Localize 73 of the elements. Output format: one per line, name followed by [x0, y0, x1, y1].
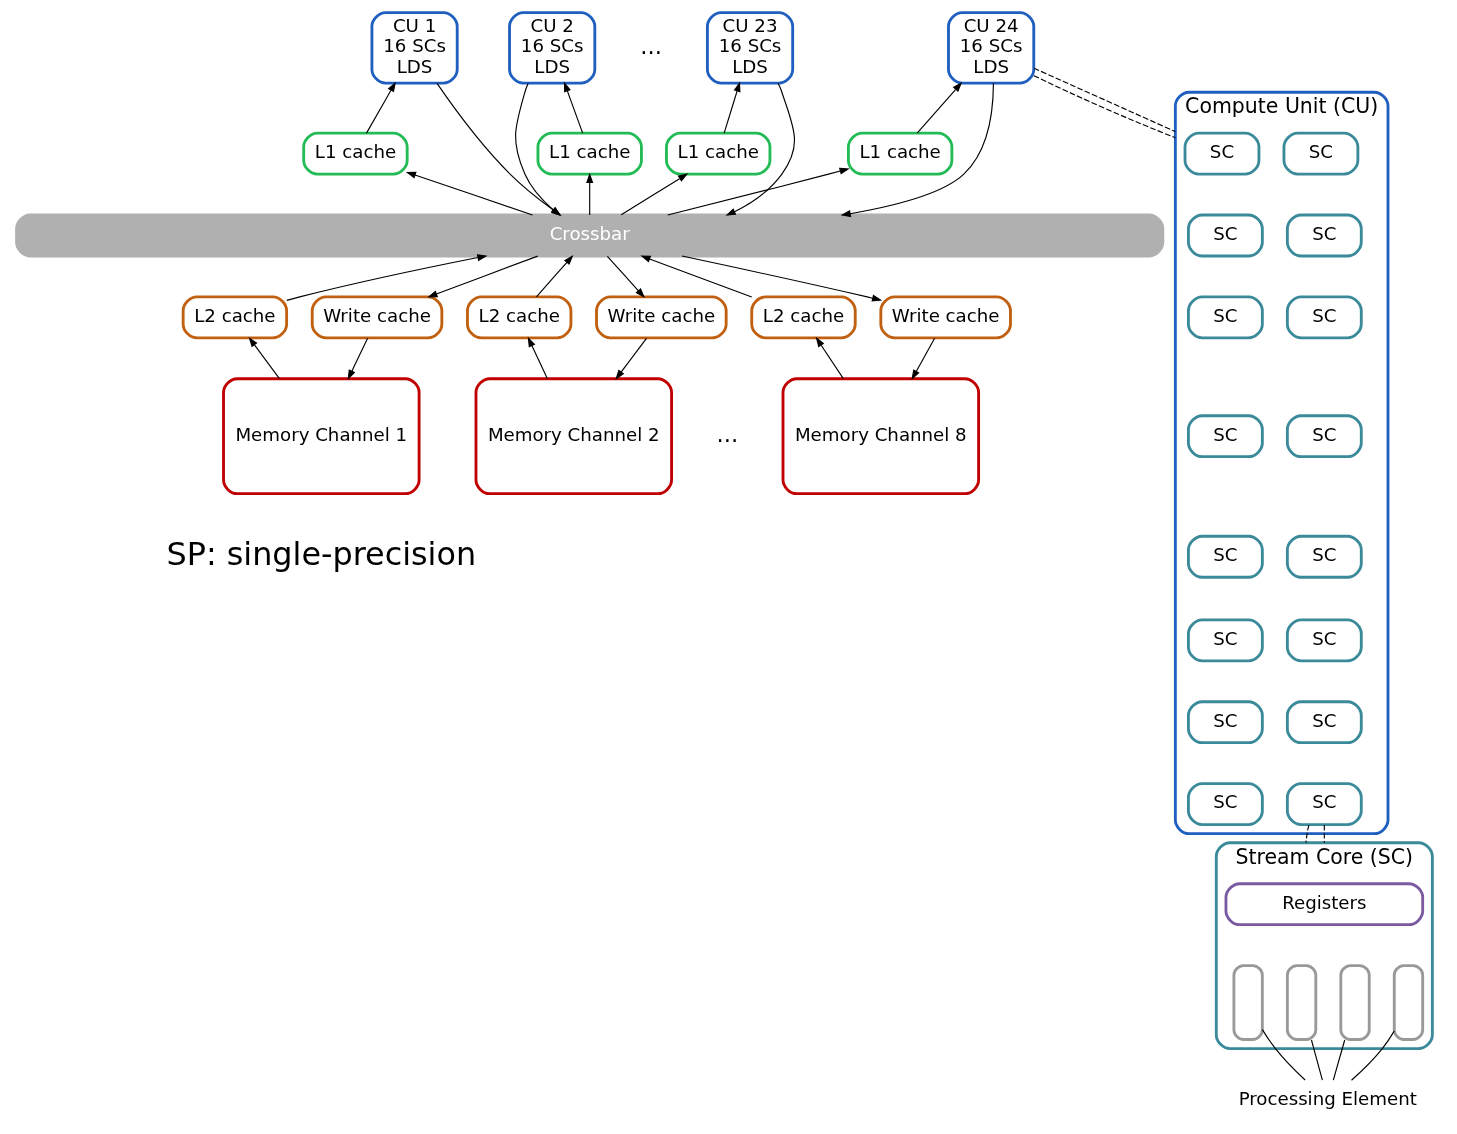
node-box: L2 cache [465, 295, 572, 340]
node-box: SC [1186, 782, 1264, 826]
connector [1310, 1039, 1323, 1081]
node-box: SC [1282, 131, 1359, 176]
node-box: SC [1186, 700, 1264, 745]
arrow [614, 337, 647, 380]
connector [1350, 1030, 1395, 1081]
arrow [815, 336, 844, 380]
arrow [666, 167, 850, 216]
node-box: SC [1186, 213, 1264, 258]
arrow [535, 255, 573, 298]
arrow [916, 81, 962, 134]
node-box: CU 1 16 SCs LDS [370, 11, 459, 85]
node-box: L1 cache [664, 131, 771, 176]
node-box: Memory Channel 8 [781, 377, 980, 496]
arrow [365, 81, 396, 134]
node-box: CU 2 16 SCs LDS [507, 11, 596, 85]
node-box: L1 cache [846, 131, 953, 176]
node-box: L1 cache [301, 131, 409, 176]
node-box: SC [1183, 131, 1260, 176]
arrow [680, 255, 882, 302]
label: ... [639, 32, 662, 59]
node-box: SC [1285, 213, 1363, 258]
node-box: Memory Channel 1 [221, 377, 421, 496]
node-box: Write cache [594, 295, 728, 340]
arrow [639, 255, 752, 298]
node-box: L1 cache [536, 131, 643, 176]
node-text: Processing Element [1238, 1088, 1417, 1110]
node-box: SC [1285, 414, 1363, 459]
arrow [620, 173, 688, 216]
node-box: Crossbar [14, 213, 1164, 258]
arrow [347, 337, 368, 381]
arrow [527, 336, 548, 380]
connector [1332, 1039, 1345, 1081]
node-box [1392, 964, 1424, 1041]
label: ... [715, 420, 738, 447]
node-box: SC [1285, 782, 1363, 826]
node-box: SC [1186, 534, 1264, 579]
arrow [723, 81, 740, 134]
arrow [725, 82, 795, 216]
arrow [840, 82, 994, 218]
connector [1032, 75, 1176, 139]
node-box [1232, 964, 1264, 1041]
node-box: SC [1186, 295, 1264, 340]
node-box: L2 cache [749, 295, 857, 340]
node-box: SC [1285, 534, 1363, 579]
node-box: Write cache [310, 295, 443, 340]
arrow [248, 336, 280, 380]
node-box: CU 24 16 SCs LDS [946, 11, 1035, 85]
label: SP: single-precision [166, 534, 476, 573]
node-box: Write cache [878, 295, 1012, 340]
node-box: L2 cache [181, 295, 288, 340]
arrow [426, 255, 538, 298]
node-box: SC [1186, 414, 1264, 459]
arrow [910, 337, 935, 380]
node-box: SC [1285, 295, 1363, 340]
arrow [405, 171, 533, 216]
node-box [1338, 964, 1371, 1041]
connector [1032, 67, 1176, 133]
connector [1323, 824, 1325, 844]
node-box: Memory Channel 2 [474, 377, 673, 496]
connector [1261, 1029, 1306, 1081]
node-box: SC [1285, 700, 1363, 745]
node-box: Registers [1224, 882, 1424, 927]
arrow [285, 254, 488, 301]
node-box: SC [1285, 618, 1363, 663]
node-box [1285, 964, 1317, 1041]
node-box: CU 23 16 SCs LDS [705, 11, 794, 85]
node-box: SC [1186, 618, 1264, 663]
connector [1304, 824, 1309, 844]
arrow [585, 172, 593, 216]
arrow [606, 255, 645, 299]
arrow [563, 81, 583, 134]
